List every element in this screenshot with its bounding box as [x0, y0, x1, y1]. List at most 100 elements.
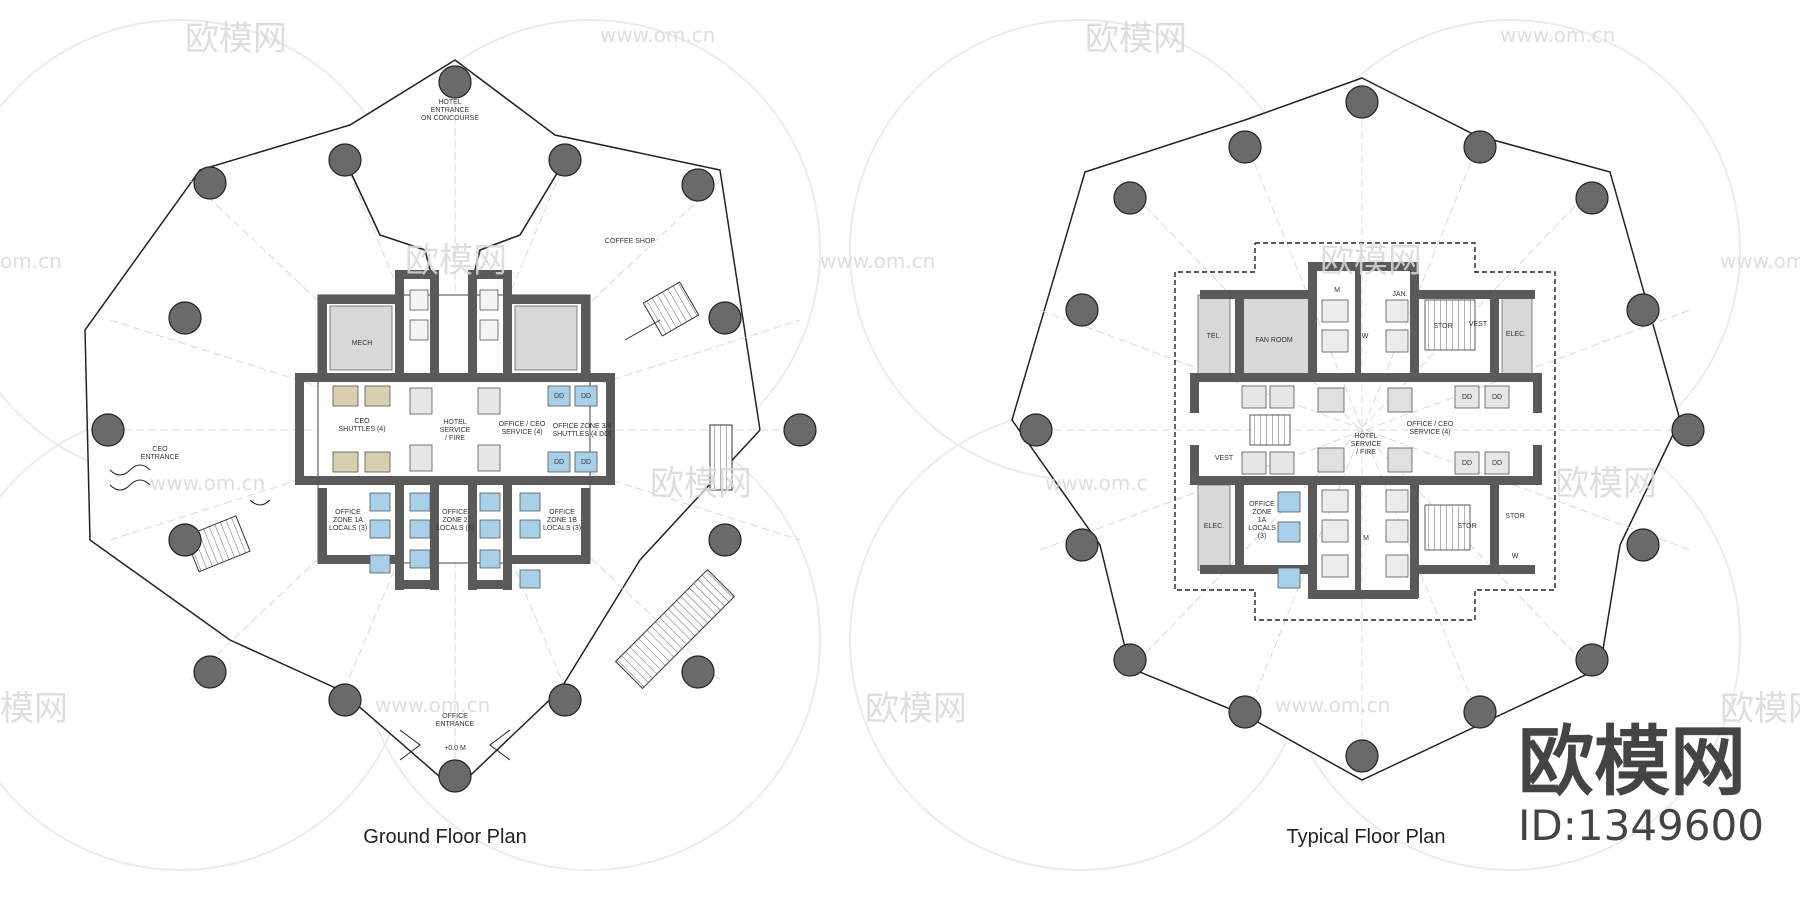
watermark-brand: 欧模网	[185, 19, 287, 59]
watermark-brand: 欧模网	[405, 241, 507, 281]
car	[1321, 299, 1349, 323]
local-car-blue	[519, 519, 541, 539]
label-line: OFFICE	[1249, 501, 1275, 508]
label-line: ELEC.	[1506, 331, 1526, 338]
label-elec-right: ELEC.	[1506, 331, 1526, 338]
label-line: ZONE	[1252, 509, 1272, 516]
dd-car	[1484, 451, 1510, 475]
car	[1385, 489, 1409, 513]
label-line: ENTRANCE	[431, 107, 470, 114]
car	[1321, 329, 1349, 353]
watermark-brand: 欧模网	[1555, 464, 1657, 504]
car	[1321, 519, 1349, 543]
label-line: OFFICE	[335, 509, 361, 516]
escalators	[614, 568, 736, 690]
watermark-brand-partial: 模网	[0, 689, 68, 729]
label-line: ZONE 1A	[333, 517, 363, 524]
label-line: ZONE 2	[442, 517, 467, 524]
label-line: SHUTTLES (4)	[338, 426, 385, 433]
service-car	[409, 444, 433, 472]
typical-floor-outline	[1011, 77, 1681, 781]
label-tel: TEL.	[1207, 333, 1222, 340]
label-line: ZONE 1B	[547, 517, 577, 524]
label-line: OFFICE	[549, 509, 575, 516]
label-level: +0.0 M	[444, 745, 466, 752]
watermark-site: www.om.cn	[600, 23, 715, 47]
typical-room-labels: TEL. FAN ROOM M W JAN. STOR VEST ELEC. D…	[1204, 287, 1526, 560]
shaft	[479, 319, 499, 341]
label-line: ON CONCOURSE	[421, 115, 479, 122]
label-line: / FIRE	[1356, 449, 1376, 456]
shuttle-car-blue	[547, 385, 571, 407]
service-car	[409, 387, 433, 415]
ext-car	[1241, 385, 1267, 409]
typical-stair-left	[1249, 414, 1291, 446]
label-line: SHUTTLES (4 DD)	[552, 431, 611, 438]
label-dd: DD	[1492, 460, 1502, 467]
watermark-brand: 欧模网	[1320, 241, 1422, 281]
car	[1385, 299, 1409, 323]
local-car-blue	[409, 492, 431, 512]
label-dd: DD	[581, 459, 591, 466]
local-car-blue	[1277, 491, 1301, 513]
local-car-blue	[479, 519, 501, 539]
right-stair	[709, 424, 733, 491]
shuttle-car-blue	[574, 451, 598, 473]
label-vest-right: VEST	[1469, 321, 1488, 328]
watermark-brand: 欧模网	[865, 689, 967, 729]
label-line: HOTEL	[438, 99, 461, 106]
label-line: / FIRE	[445, 435, 465, 442]
watermark-brand: 欧模网	[1085, 19, 1187, 59]
label-line: SERVICE	[1351, 441, 1382, 448]
watermark-brand: 欧模网	[1720, 689, 1800, 729]
label-w-bottom: W	[1512, 553, 1519, 560]
label-line: STOR	[1457, 523, 1476, 530]
car	[1385, 519, 1409, 543]
label-line: LOCALS (6)	[436, 525, 474, 532]
local-car-blue	[409, 519, 431, 539]
local-car-blue	[369, 554, 391, 574]
hotel-entrance-walls	[344, 159, 566, 271]
local-car-blue	[1277, 567, 1301, 589]
car	[1385, 554, 1409, 578]
typical-floor-plan: TEL. FAN ROOM M W JAN. STOR VEST ELEC. D…	[1011, 77, 1705, 848]
label-line: LOCALS (3)	[543, 525, 581, 532]
label-line: +0.0 M	[444, 745, 466, 752]
label-jan: JAN.	[1392, 291, 1407, 298]
label-line: TEL.	[1207, 333, 1222, 340]
ext-car	[1241, 451, 1267, 475]
label-line: SERVICE	[440, 427, 471, 434]
typical-core-boundary	[1174, 242, 1556, 621]
label-dd: DD	[554, 459, 564, 466]
label-line: SERVICE (4)	[1409, 429, 1450, 436]
dd-car	[1454, 385, 1480, 409]
label-line: DD	[554, 393, 564, 400]
shaft	[479, 289, 499, 311]
label-stor-mid: STOR	[1457, 523, 1476, 530]
service-car	[1387, 387, 1413, 413]
brand-logo-text: 欧模网	[1518, 717, 1746, 806]
label-line: W	[1512, 553, 1519, 560]
watermark-brand: 欧模网	[650, 464, 752, 504]
watermark-site: www.om.cn	[1275, 693, 1390, 717]
dd-car	[1484, 385, 1510, 409]
shaft	[409, 319, 429, 341]
label-line: ENTRANCE	[436, 721, 475, 728]
label-line: FAN ROOM	[1255, 337, 1293, 344]
car	[1321, 554, 1349, 578]
label-line: OFFICE	[442, 509, 468, 516]
branding: 欧模网 ID:1349600	[1518, 717, 1764, 850]
local-car-blue	[479, 549, 501, 569]
local-car-blue	[519, 492, 541, 512]
label-line: OFFICE ZONE 3/4	[553, 423, 612, 430]
label-line: HOTEL	[443, 419, 466, 426]
label-stor-right: STOR	[1505, 513, 1524, 520]
